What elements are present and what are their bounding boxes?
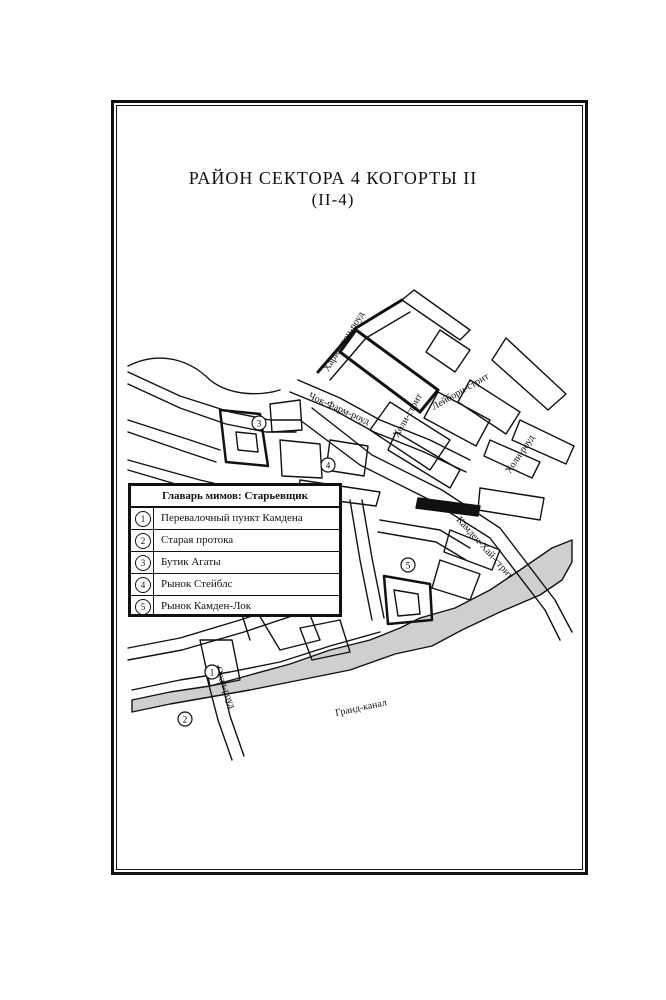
legend-item: 4 Рынок Стейблс [131,574,339,596]
legend-divider [153,596,154,617]
legend-number: 5 [135,599,151,615]
chalk-farm-road [297,379,471,461]
legend-divider [153,552,154,573]
map-marker-2: 2 [177,711,193,727]
block-leyborne [423,391,491,447]
map-marker-5-label: 5 [406,561,411,571]
legend-label: Бутик Агаты [161,556,221,568]
camden-high-street-road [299,419,561,641]
map-title: РАЙОН СЕКТОРА 4 КОГОРТЫ II [188,168,478,188]
map-marker-3: 3 [251,415,267,431]
street-label-hollie-street: Холи-стрит [391,391,425,439]
legend-item: 3 Бутик Агаты [131,552,339,574]
legend-label: Рынок Камден-Лок [161,600,252,612]
map-marker-1-label: 1 [210,668,215,678]
map-marker-4-label: 4 [326,461,331,471]
block-camden-lock [382,574,434,626]
map-subtitle: (II-4) [311,190,355,209]
legend-item: 5 Рынок Камден-Лок [131,596,339,617]
block-hollie [369,401,451,471]
legend-number: 3 [135,555,151,571]
legend-item: 1 Перевалочный пункт Камдена [131,508,339,530]
map-marker-5: 5 [400,557,416,573]
block-agatha [218,408,270,468]
map-marker-3-label: 3 [257,419,262,429]
map-marker-1: 1 [204,664,220,680]
block-east [491,337,567,411]
legend-item: 2 Старая протока [131,530,339,552]
legend-number: 4 [135,577,151,593]
legend-title: Главарь мимов: Старьевщик [131,486,339,508]
legend-number: 1 [135,511,151,527]
legend-label: Рынок Стейблс [161,578,233,590]
bridge [415,497,481,517]
street-label-camden-high: Камден-Хай-стрит [454,515,516,582]
canal-edge [131,631,381,691]
map-frame [111,100,588,875]
legend-number: 2 [135,533,151,549]
legend-label: Старая протока [161,534,234,546]
legend-divider [153,508,154,529]
map-marker-2-label: 2 [183,715,188,725]
street-label-grand-canal: Гранд-канал [334,697,388,719]
oval-road [204,669,233,761]
map-marker-4: 4 [320,457,336,473]
map-legend: Главарь мимов: Старьевщик 1 Перевалочный… [128,483,342,617]
legend-divider [153,530,154,551]
legend-divider [153,574,154,595]
legend-label: Перевалочный пункт Камдена [161,512,303,524]
harrington-block [338,328,440,414]
map-frame-inner [116,105,583,870]
street-label-leyborne: Лейборн-стрит [430,371,491,413]
grand-canal [131,539,573,713]
harrington-road [316,298,404,374]
street-label-hollie-road: Холи-роуд [503,433,537,476]
